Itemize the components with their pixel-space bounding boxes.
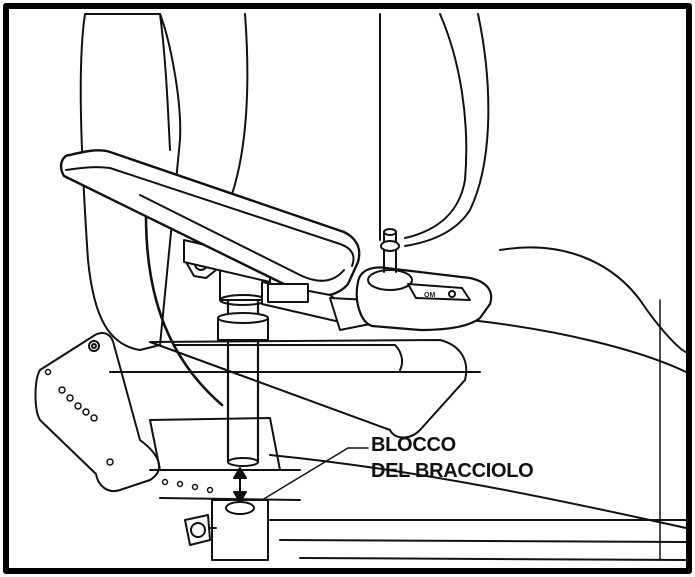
armrest-lock-callout: BLOCCO DEL BRACCIOLO xyxy=(371,432,534,484)
seat-cushion xyxy=(469,319,687,373)
bracket-bolt-center xyxy=(91,343,97,349)
seat-back-side xyxy=(159,13,171,151)
controller-panel-label: OM xyxy=(424,292,435,299)
side-panel-inner xyxy=(174,344,404,371)
arm-pad-side xyxy=(139,194,345,282)
seat-back-right xyxy=(229,13,249,201)
adjust-arrow-icon xyxy=(233,467,247,503)
backrest-large-inner xyxy=(404,13,490,247)
seat-base-lines xyxy=(269,519,687,561)
outer-border xyxy=(3,3,692,574)
seat-back xyxy=(79,13,182,351)
arm-clamp xyxy=(267,283,309,303)
lock-knob-face xyxy=(190,522,206,538)
bracket-holes xyxy=(44,368,114,466)
bracket-bolt xyxy=(88,340,100,352)
backrest-large xyxy=(404,13,468,239)
lock-knob xyxy=(184,514,211,546)
callout-leader xyxy=(261,447,369,501)
callout-line-1: BLOCCO xyxy=(371,434,456,456)
arm-pad-top xyxy=(65,166,355,267)
seat-rail-block xyxy=(149,417,281,471)
seat-rail-long xyxy=(149,469,301,501)
joystick-shaft xyxy=(383,247,397,273)
post-bottom xyxy=(227,457,259,467)
seat-cushion-side xyxy=(499,246,687,353)
joystick-boot xyxy=(367,269,413,291)
controller-button xyxy=(448,290,456,298)
side-panel xyxy=(149,339,468,439)
controller-cable xyxy=(144,214,224,407)
seat-cushion-front xyxy=(269,454,687,529)
rail-holes xyxy=(161,478,214,494)
mount-bracket xyxy=(34,332,161,492)
joystick-knob xyxy=(380,240,400,252)
arm-pad xyxy=(59,149,361,298)
lock-block xyxy=(211,499,269,561)
callout-line-2: DEL BRACCIOLO xyxy=(371,460,534,482)
